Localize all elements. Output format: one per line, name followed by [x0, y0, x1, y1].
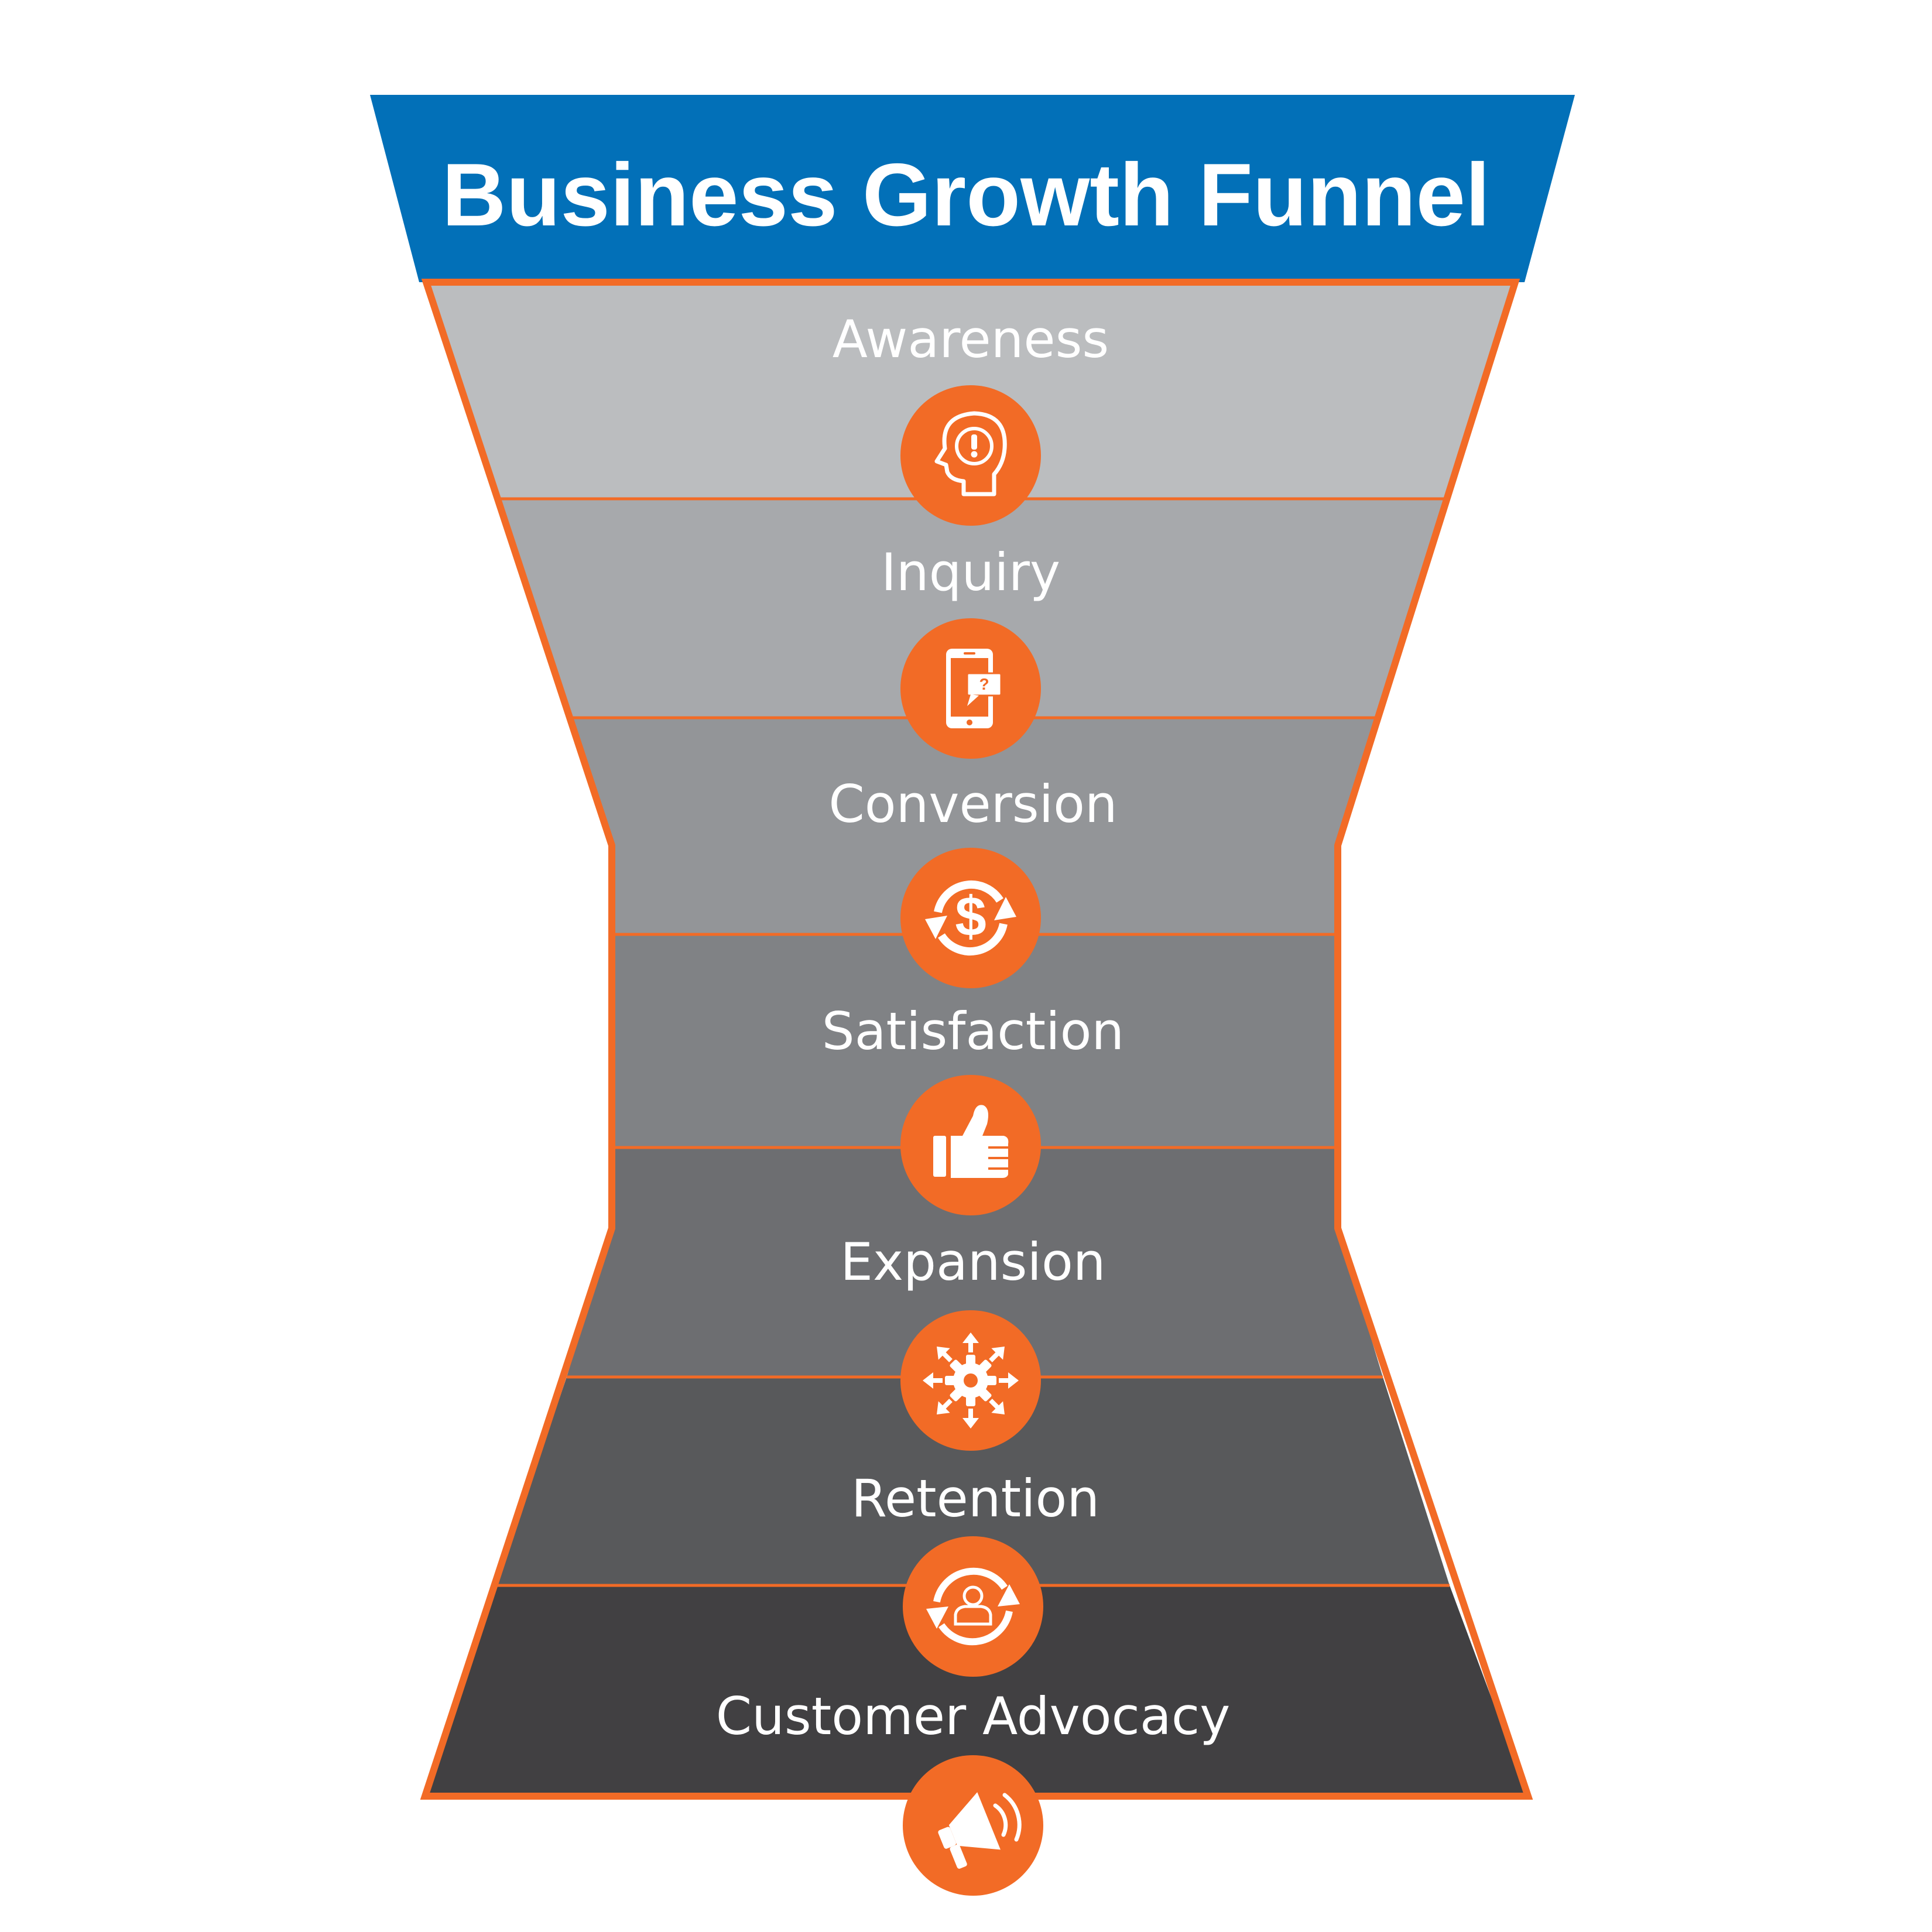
funnel-outline — [420, 279, 1533, 1800]
stage-label-awareness: Awareness — [833, 309, 1109, 369]
funnel-title: Business Growth Funnel — [442, 145, 1490, 245]
thumbs-up-icon — [900, 1075, 1041, 1215]
dollar-cycle-icon: $ — [900, 848, 1041, 988]
stage-label-customer-advocacy: Customer Advocacy — [716, 1686, 1231, 1746]
svg-text:?: ? — [979, 675, 989, 693]
stage-label-satisfaction: Satisfaction — [822, 1001, 1124, 1061]
stage-band-inquiry — [497, 499, 1444, 718]
head-exclamation-icon — [900, 385, 1041, 526]
phone-question-icon: ? — [900, 618, 1041, 759]
expand-arrows-icon — [900, 1310, 1041, 1451]
stage-label-conversion: Conversion — [828, 774, 1117, 834]
stage-label-expansion: Expansion — [840, 1232, 1105, 1292]
funnel-header — [370, 95, 1575, 282]
megaphone-icon — [903, 1755, 1043, 1896]
stage-label-inquiry: Inquiry — [881, 542, 1060, 602]
stage-band-customer-advocacy — [425, 1585, 1528, 1796]
stage-band-retention — [496, 1377, 1450, 1585]
stage-label-retention: Retention — [851, 1468, 1099, 1529]
person-cycle-icon — [903, 1536, 1043, 1677]
svg-text:$: $ — [955, 885, 986, 948]
stage-band-conversion — [570, 718, 1375, 934]
stage-band-expansion — [567, 1147, 1383, 1377]
stage-band-satisfaction — [612, 934, 1338, 1147]
